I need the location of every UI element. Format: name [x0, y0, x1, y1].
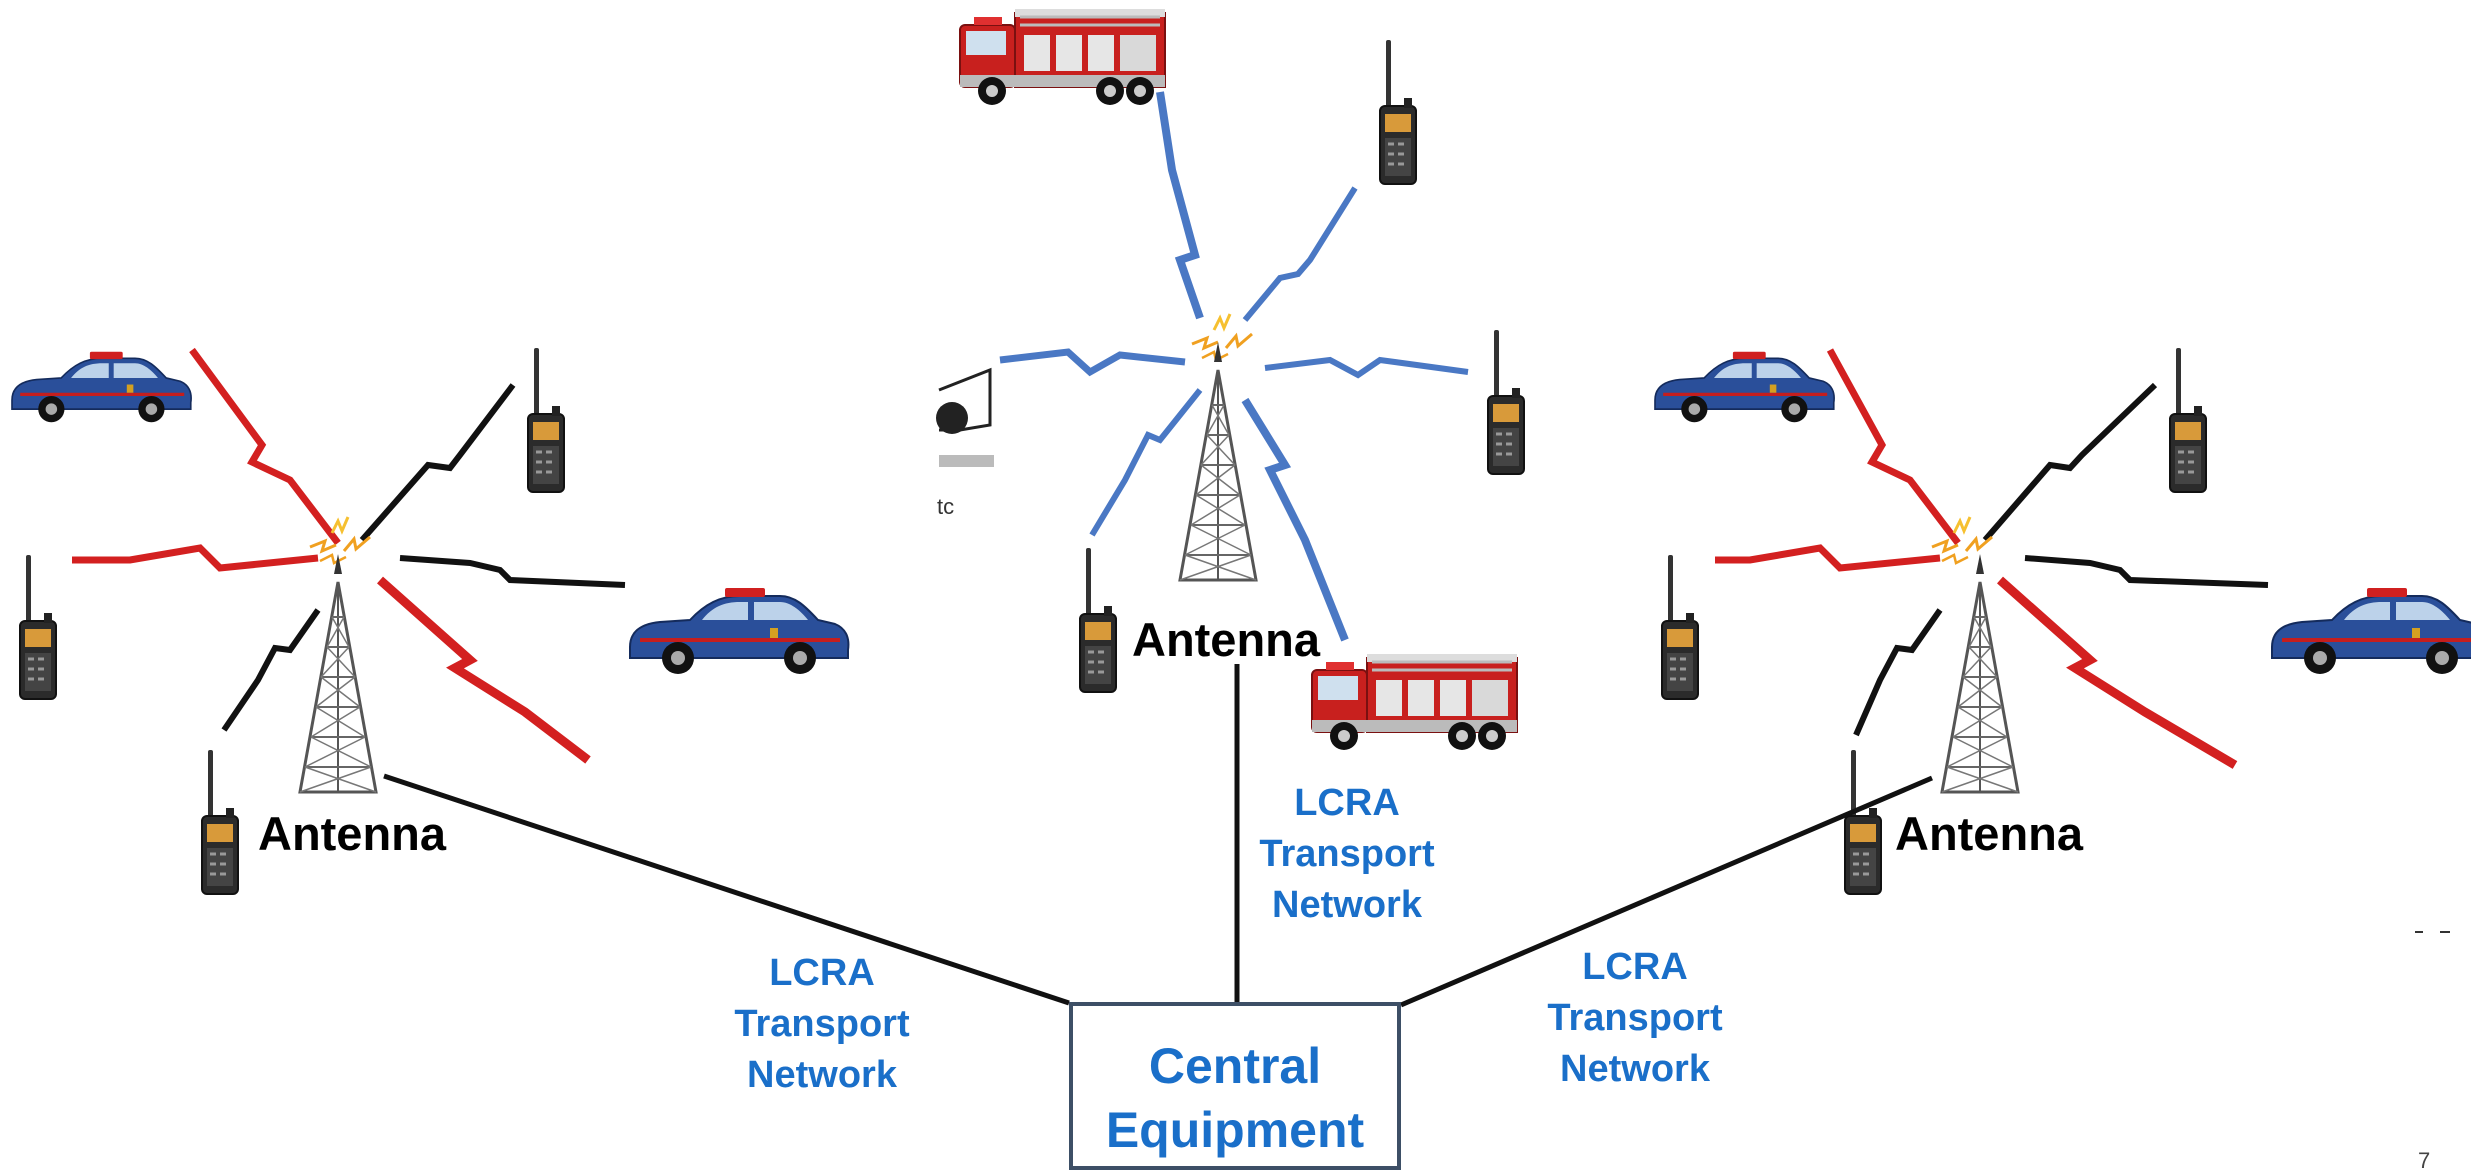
antenna-label-right: Antenna: [1895, 807, 2083, 860]
handheld-radio-icon: [200, 748, 240, 896]
fire-truck-icon: [958, 7, 1167, 107]
radio-link: [189, 347, 341, 546]
backhaul-lines: [383, 664, 1933, 1008]
radio-links-center: [999, 91, 1469, 642]
transport-label-left: LCRA Transport Network: [734, 952, 910, 1096]
right-cluster: [1653, 346, 2471, 933]
fire-truck-icon: [1310, 652, 1519, 752]
handheld-radio-icon: [1378, 38, 1418, 186]
radio-link: [1242, 186, 1358, 322]
radio-link: [377, 576, 591, 764]
radio-link: [1156, 91, 1204, 320]
radio-link: [1982, 382, 2158, 542]
handheld-radio-icon: [1486, 328, 1526, 476]
transport-label-center: LCRA Transport Network: [1259, 782, 1435, 926]
backhaul-line-right: [1400, 775, 1933, 1008]
central-equipment-box: Central Equipment: [1069, 1002, 1401, 1170]
antenna-tower-icon: [1178, 340, 1258, 582]
cropped-text-fragment: tc: [937, 494, 955, 519]
radio-links-left: [72, 347, 626, 764]
radio-link: [221, 608, 321, 732]
backhaul-line-left: [383, 773, 1070, 1006]
handheld-radio-icon: [1078, 546, 1118, 694]
police-car-icon: [2270, 586, 2471, 676]
police-car-icon: [1653, 350, 1836, 424]
handheld-radio-icon: [18, 553, 58, 701]
handheld-radio-icon: [2168, 346, 2208, 494]
antenna-label-center: Antenna: [1132, 613, 1320, 666]
radio-link: [1826, 348, 1961, 546]
radio-link: [1997, 576, 2238, 769]
radio-link: [359, 383, 516, 542]
radio-link: [72, 544, 319, 572]
central-equipment-label: Central Equipment: [1105, 1038, 1365, 1158]
center-cluster: [936, 7, 1526, 752]
handheld-radio-icon: [1660, 553, 1700, 701]
radio-link: [2024, 555, 2269, 588]
radio-link: [1241, 397, 1349, 642]
radio-link: [1264, 356, 1469, 379]
radio-link: [1853, 608, 1943, 737]
cropped-vehicle-fragment: [936, 367, 997, 467]
radio-link: [999, 348, 1186, 377]
transport-label-right: LCRA Transport Network: [1547, 946, 1723, 1090]
page-number: 7: [2418, 1148, 2431, 1173]
handheld-radio-icon: [1843, 748, 1883, 896]
antenna-label-left: Antenna: [258, 807, 446, 860]
left-cluster: [10, 346, 851, 896]
radio-spark-icon: [1190, 312, 1254, 362]
police-car-icon: [628, 586, 851, 676]
police-car-icon: [10, 350, 193, 424]
radio-link: [1715, 544, 1941, 572]
antenna-tower-icon: [298, 552, 378, 794]
handheld-radio-icon: [526, 346, 566, 494]
radio-links-right: [1715, 348, 2269, 769]
radio-link: [1089, 388, 1203, 537]
radio-link: [399, 555, 626, 588]
